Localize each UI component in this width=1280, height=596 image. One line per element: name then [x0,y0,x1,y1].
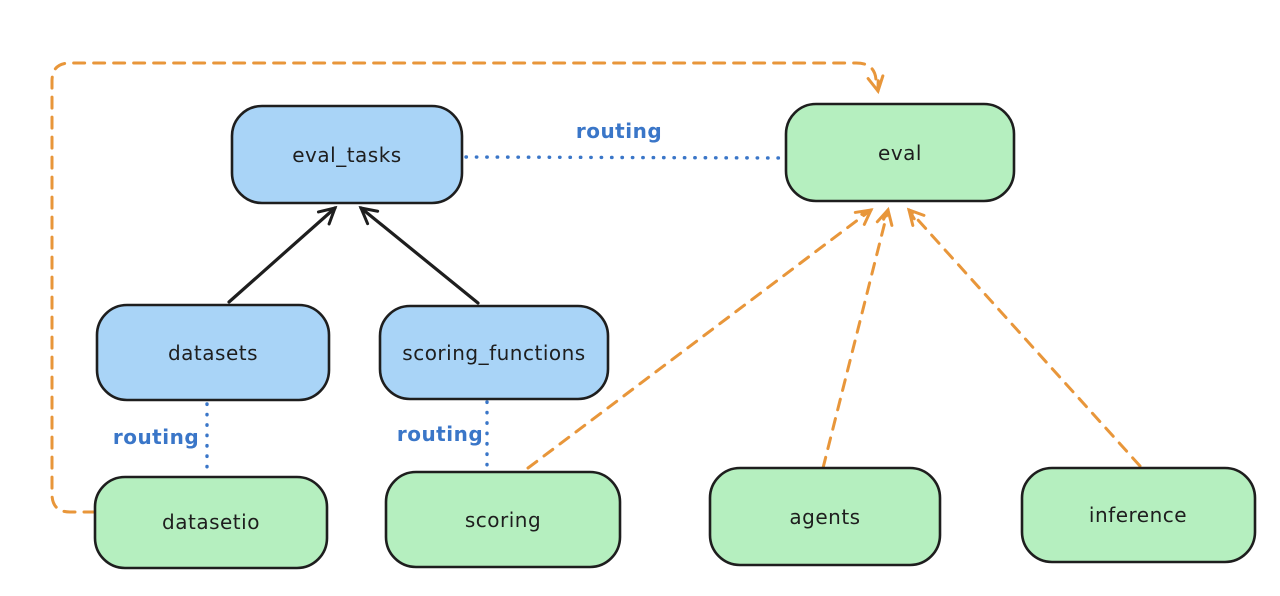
node-datasetio[interactable]: datasetio [93,475,329,570]
node-agents-label: agents [789,505,860,529]
edge-datasets-to-eval-tasks[interactable] [227,205,338,304]
routing-label-top: routing [576,119,662,143]
edge-scoring-functions-to-eval-tasks[interactable] [358,205,480,305]
node-datasets-label: datasets [168,341,258,365]
edge-scoring-to-eval[interactable] [526,208,874,470]
edge-inference-to-eval[interactable] [906,207,1142,468]
node-scoring-functions-label: scoring_functions [402,341,585,365]
node-datasets-box[interactable] [95,303,331,402]
node-scoring[interactable]: scoring [384,470,622,569]
edge-datasetio-to-eval[interactable] [50,61,885,514]
node-datasetio-box[interactable] [93,475,329,570]
node-scoring-functions[interactable]: scoring_functions [378,304,610,401]
node-eval-tasks-box[interactable] [230,104,464,205]
node-scoring-label: scoring [465,508,541,532]
node-scoring-functions-box[interactable] [378,304,610,401]
node-datasetio-label: datasetio [162,510,260,534]
node-eval-tasks[interactable]: eval_tasks [230,104,464,205]
node-inference[interactable]: inference [1020,466,1257,564]
edge-routing-eval-tasks-eval[interactable] [464,155,785,160]
edge-agents-to-eval[interactable] [821,206,894,470]
node-eval-tasks-label: eval_tasks [292,143,401,167]
node-inference-label: inference [1089,503,1187,527]
node-eval-box[interactable] [784,102,1016,203]
node-agents[interactable]: agents [708,466,942,567]
node-eval[interactable]: eval [784,102,1016,203]
node-datasets[interactable]: datasets [95,303,331,402]
node-eval-label: eval [878,141,922,165]
routing-label-datasetio: routing [113,425,199,449]
routing-label-scoring: routing [397,422,483,446]
node-agents-box[interactable] [708,466,942,567]
node-inference-box[interactable] [1020,466,1257,564]
node-scoring-box[interactable] [384,470,622,569]
